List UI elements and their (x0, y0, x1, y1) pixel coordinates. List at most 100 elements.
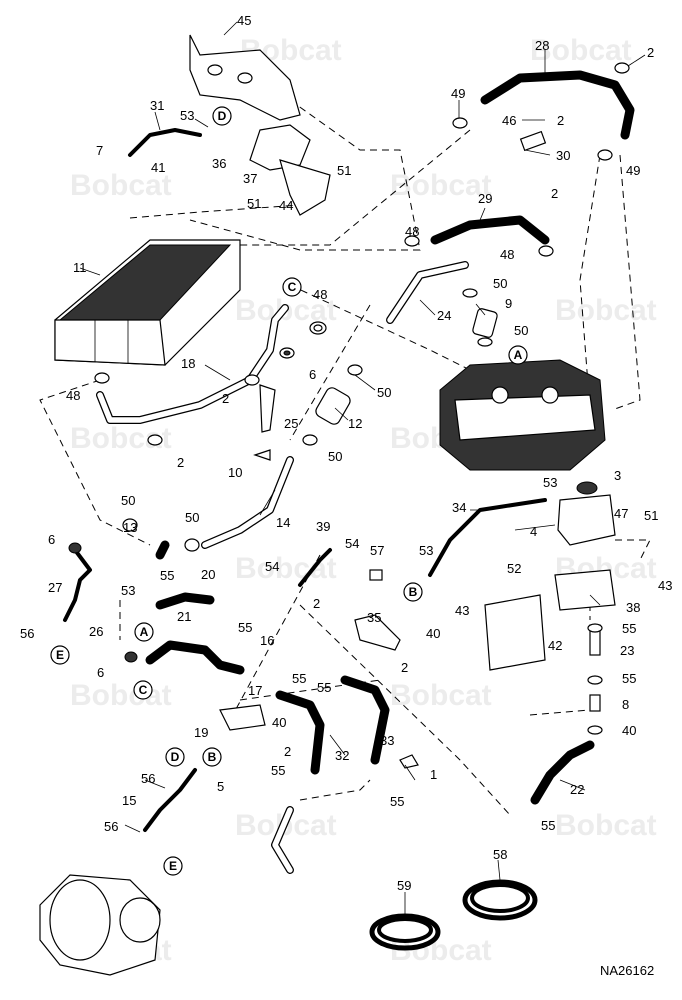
part-label: 51 (337, 163, 351, 178)
drawing-code: NA26162 (600, 963, 654, 978)
part-label: 54 (265, 559, 279, 574)
part-label: 41 (151, 160, 165, 175)
mount-bracket (249, 124, 331, 216)
part-label: 22 (570, 782, 584, 797)
part-label: 50 (377, 385, 391, 400)
part-label: 14 (276, 515, 290, 530)
part-label: 20 (201, 567, 215, 582)
part-label: 49 (626, 163, 640, 178)
part-label: 55 (292, 671, 306, 686)
watermark: Bobcat (70, 169, 172, 202)
part-label: 55 (622, 621, 636, 636)
upper-bracket (189, 34, 301, 121)
part-label: 55 (317, 680, 331, 695)
part-label: 48 (66, 388, 80, 403)
part-label: 45 (237, 13, 251, 28)
part-label: 53 (121, 583, 135, 598)
part-label: 50 (514, 323, 528, 338)
part-label: 39 (316, 519, 330, 534)
part-label: 56 (104, 819, 118, 834)
callout-d: D (218, 109, 227, 123)
part-label: 40 (622, 723, 636, 738)
part-label: 17 (248, 683, 262, 698)
part-label: 19 (194, 725, 208, 740)
callout-d: D (171, 750, 180, 764)
callout-markers: D C A B A E C D B E (50, 106, 528, 876)
part-label: 36 (212, 156, 226, 171)
part-label: 2 (647, 45, 654, 60)
part-label: 30 (556, 148, 570, 163)
part-label: 3 (614, 468, 621, 483)
part-label: 35 (367, 610, 381, 625)
mounting-plate (484, 569, 616, 671)
part-label: 5 (217, 779, 224, 794)
part-label: 2 (313, 596, 320, 611)
part-label: 6 (48, 532, 55, 547)
part-label: 12 (348, 416, 362, 431)
callout-a: A (140, 625, 149, 639)
part-label: 4 (530, 524, 537, 539)
part-label: 2 (177, 455, 184, 470)
part-label: 37 (243, 171, 257, 186)
part-label: 16 (260, 633, 274, 648)
callout-c: C (139, 683, 148, 697)
part-label: 27 (48, 580, 62, 595)
part-label: 6 (97, 665, 104, 680)
part-label: 31 (150, 98, 164, 113)
callout-c: C (288, 280, 297, 294)
part-label: 25 (284, 416, 298, 431)
part-label: 50 (328, 449, 342, 464)
part-number-labels: 45 28 2 49 31 53 7 41 36 37 46 2 30 49 5… (20, 13, 672, 893)
part-label: 18 (181, 356, 195, 371)
part-label: 15 (122, 793, 136, 808)
part-label: 2 (557, 113, 564, 128)
part-label: 58 (493, 847, 507, 862)
part-label: 55 (541, 818, 555, 833)
part-label: 1 (430, 767, 437, 782)
callout-a: A (514, 348, 523, 362)
hose-coils (369, 879, 538, 951)
part-label: 52 (507, 561, 521, 576)
part-label: 54 (345, 536, 359, 551)
watermark: Bobcat (390, 679, 492, 712)
part-label: 53 (419, 543, 433, 558)
part-label: 28 (535, 38, 549, 53)
part-label: 49 (451, 86, 465, 101)
part-label: 7 (96, 143, 103, 158)
part-label: 43 (455, 603, 469, 618)
part-label: 29 (478, 191, 492, 206)
part-label: 50 (185, 510, 199, 525)
small-components (68, 62, 630, 769)
part-label: 56 (20, 626, 34, 641)
part-label: 51 (247, 196, 261, 211)
part-label: 24 (437, 308, 451, 323)
part-label: 42 (548, 638, 562, 653)
part-label: 40 (426, 626, 440, 641)
callout-e: E (56, 648, 64, 662)
part-label: 10 (228, 465, 242, 480)
part-label: 32 (335, 748, 349, 763)
part-label: 2 (222, 391, 229, 406)
part-label: 55 (271, 763, 285, 778)
callout-b: B (409, 585, 418, 599)
part-label: 2 (284, 744, 291, 759)
part-label: 2 (401, 660, 408, 675)
part-label: 50 (493, 276, 507, 291)
part-label: 55 (622, 671, 636, 686)
part-label: 48 (405, 224, 419, 239)
leader-lines (79, 21, 646, 915)
part-label: 23 (620, 643, 634, 658)
callout-e: E (169, 859, 177, 873)
part-label: 40 (272, 715, 286, 730)
part-label: 43 (658, 578, 672, 593)
coolant-reservoir (557, 481, 616, 546)
radiator (54, 239, 241, 366)
part-label: 55 (160, 568, 174, 583)
part-label: 34 (452, 500, 466, 515)
part-label: 9 (505, 296, 512, 311)
part-label: 57 (370, 543, 384, 558)
part-label: 38 (626, 600, 640, 615)
part-label: 48 (313, 287, 327, 302)
part-label: 48 (500, 247, 514, 262)
